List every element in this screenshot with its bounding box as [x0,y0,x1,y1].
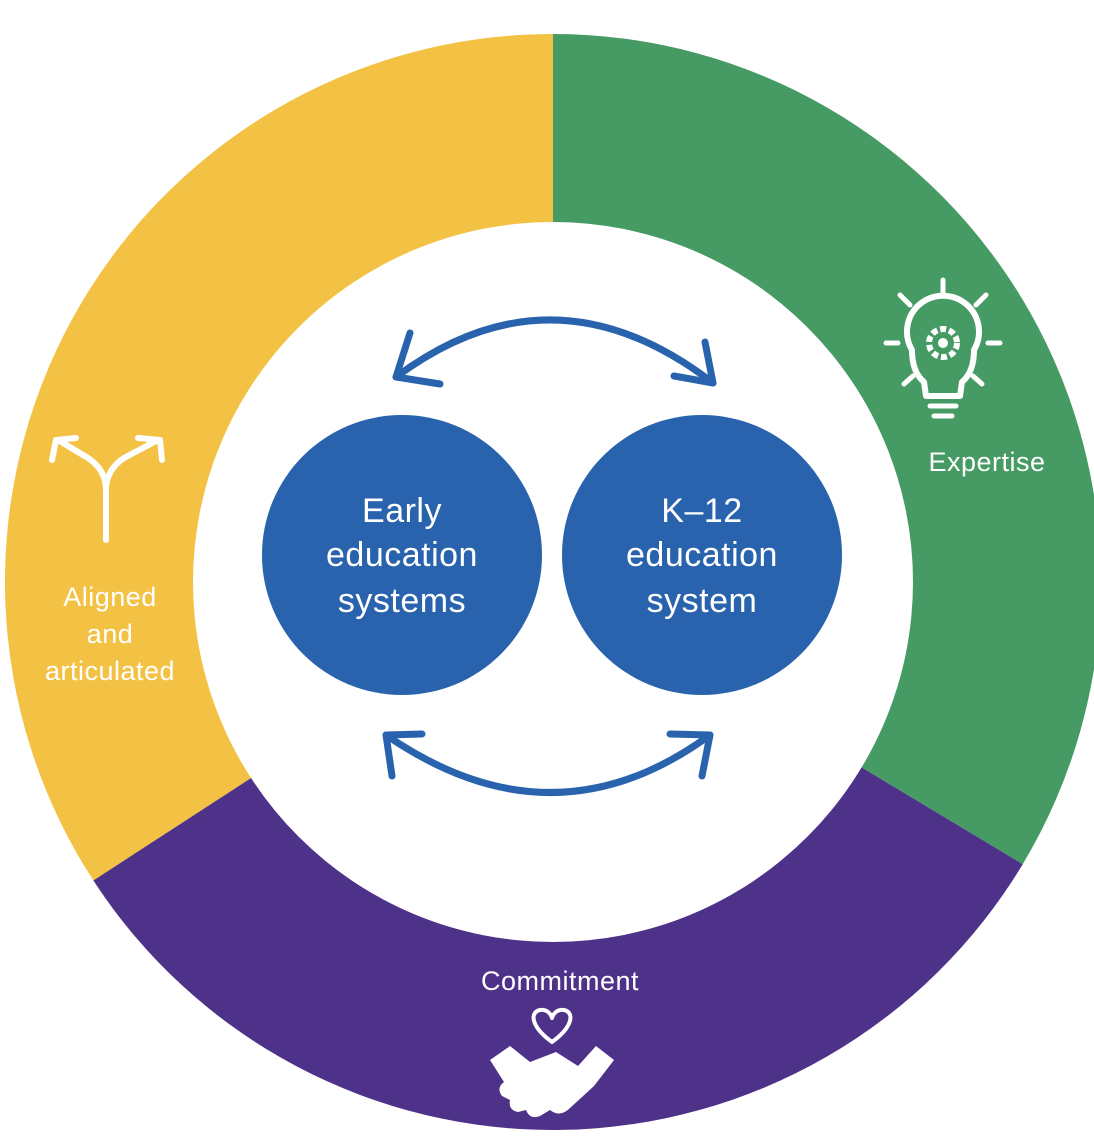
top-double-arrow [392,316,717,388]
node-k12-line1: K–12 [661,492,742,530]
bottom-right-arrowhead [666,730,714,780]
node-early-education: Early education systems [262,415,542,695]
top-left-arrowhead [392,329,444,388]
node-early-circle [262,415,542,695]
node-k12-education: K–12 education system [562,415,842,695]
lightbulb-gear-icon [883,277,1003,419]
node-early-line1: Early [362,492,442,530]
bottom-arc [382,731,714,796]
split-arrow-icon [49,435,165,543]
inner-disc [193,222,913,942]
top-arc [392,316,717,387]
node-k12-line3: system [647,582,758,620]
expertise-label: Expertise [928,447,1045,477]
bottom-double-arrow [382,730,714,796]
aligned-label-line2: and [87,619,134,649]
node-k12-circle [562,415,842,695]
node-early-line2: education [326,536,478,574]
node-early-line3: systems [338,582,466,620]
top-right-arrowhead [670,338,717,387]
handshake-heart-icon [490,1007,614,1118]
gear-icon [926,326,960,360]
commitment-label: Commitment [481,966,639,996]
bottom-left-arrowhead [382,730,426,780]
handshake-icon [490,1046,614,1118]
node-k12-line2: education [626,536,778,574]
heart-icon [531,1007,573,1044]
aligned-label-line3: articulated [45,656,175,686]
aligned-label-line1: Aligned [63,582,157,612]
